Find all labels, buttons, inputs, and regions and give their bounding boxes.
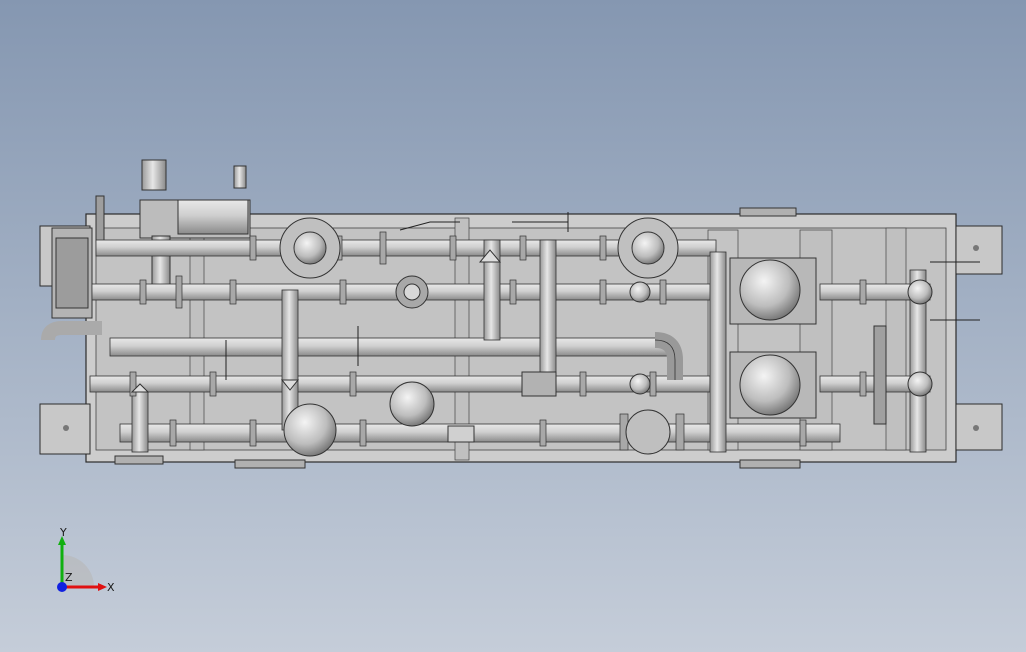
z-axis-icon (57, 582, 67, 592)
triad-plane-icon (62, 555, 94, 587)
z-axis-label: Z (65, 571, 73, 584)
y-axis-label: Y (59, 526, 67, 539)
x-axis-label: X (107, 581, 115, 594)
pumps-and-vessels (130, 217, 933, 457)
cable-lines (225, 212, 980, 380)
flanges (129, 231, 867, 451)
axis-triad: Y X Z (57, 526, 115, 594)
inlet-manifold (51, 159, 251, 319)
